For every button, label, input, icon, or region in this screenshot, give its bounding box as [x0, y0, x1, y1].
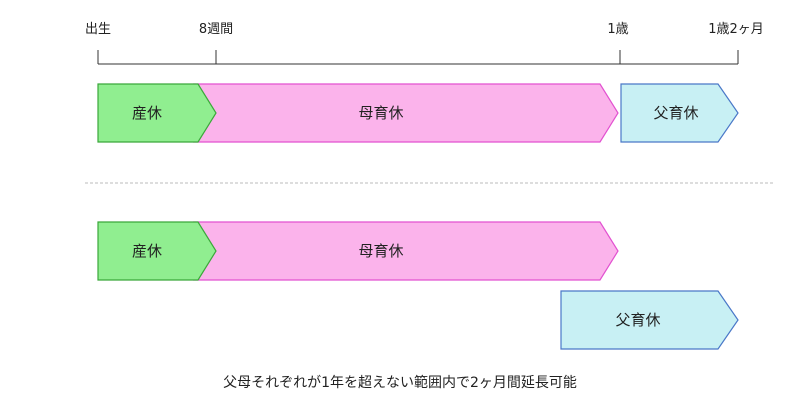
timeline-label-1-year-2-months: 1歳2ヶ月: [708, 22, 764, 37]
scenario-2-father-leave-label: 父育休: [615, 311, 660, 329]
scenario-2-mother-leave-arrow: [192, 221, 619, 281]
scenario-2-father-leave-arrow: [560, 290, 739, 350]
extension-note: 父母それぞれが1年を超えない範囲内で2ヶ月間延長可能: [223, 375, 577, 391]
timeline-label-1-year: 1歳: [607, 22, 628, 37]
scenario-1-mother-leave-label: 母育休: [358, 104, 403, 122]
timeline: 出生 8週間 1歳 1歳2ヶ月: [85, 22, 764, 65]
scenario-1-maternity-label: 産休: [132, 104, 162, 122]
scenario-1-maternity-leave-arrow: [97, 83, 217, 143]
timeline-label-8-weeks: 8週間: [199, 22, 233, 37]
scenario-2-mother-leave-label: 母育休: [358, 242, 403, 260]
scenario-1-mother-leave-arrow: [192, 83, 619, 143]
scenario-2: 産休 母育休 父育休: [97, 221, 739, 350]
scenario-1-father-leave-arrow: [620, 83, 739, 143]
scenario-2-maternity-label: 産休: [132, 242, 162, 260]
timeline-label-birth: 出生: [85, 22, 111, 37]
scenario-1: 産休 母育休 父育休: [97, 83, 739, 143]
scenario-1-father-leave-label: 父育休: [653, 104, 698, 122]
scenario-2-maternity-leave-arrow: [97, 221, 217, 281]
